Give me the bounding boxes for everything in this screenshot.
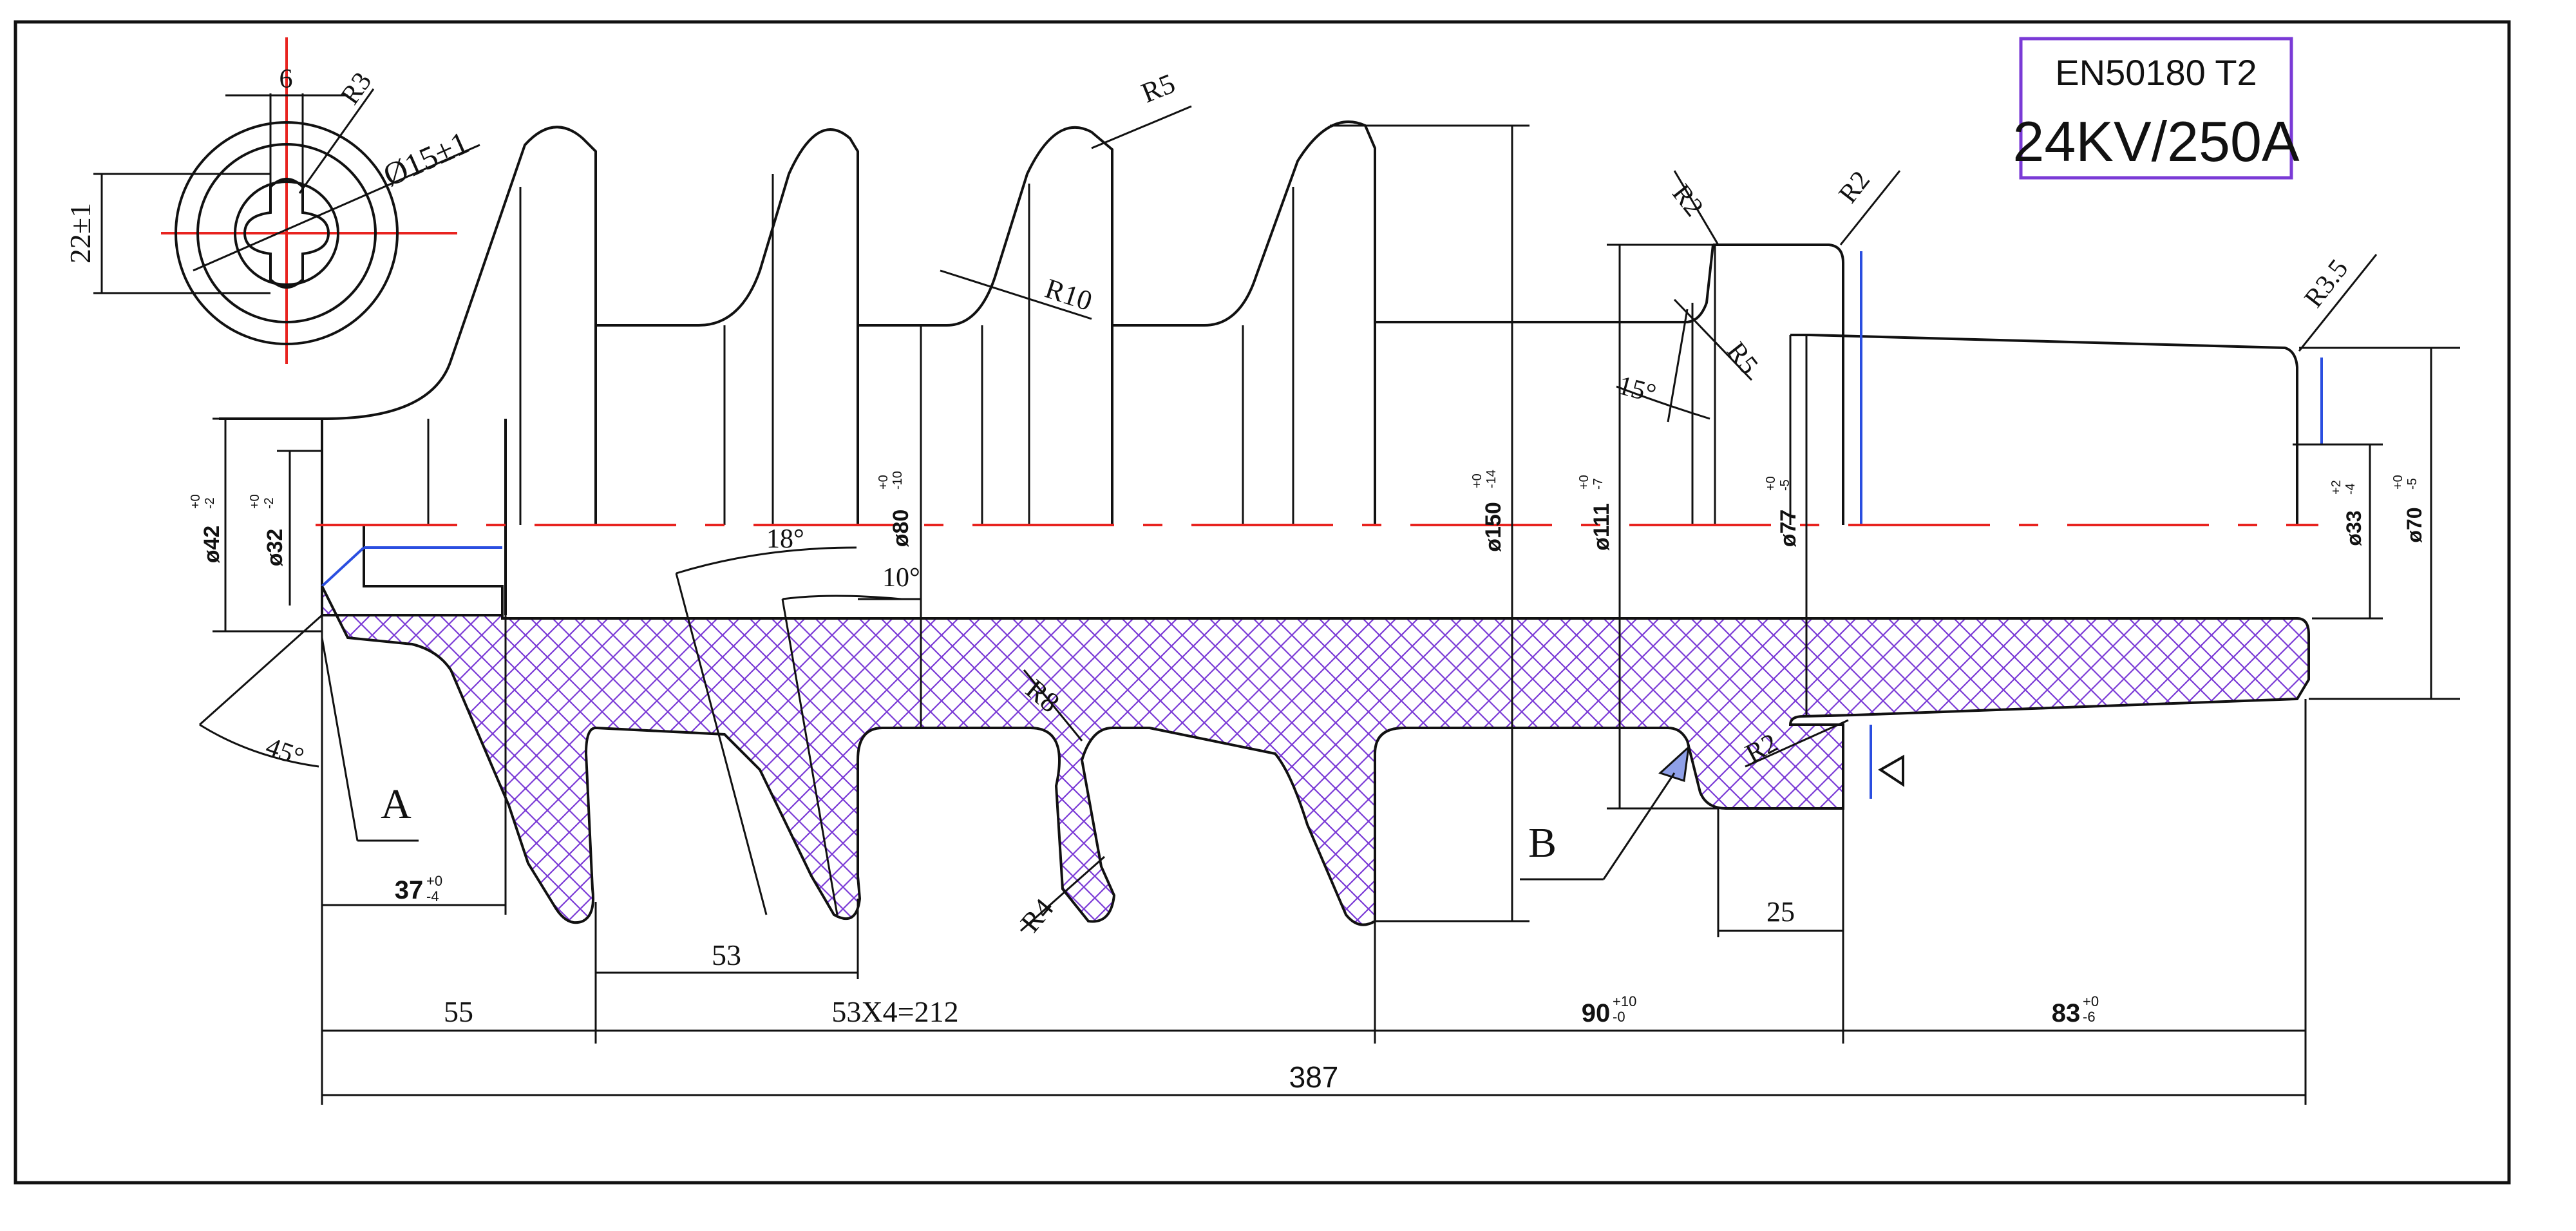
dim-90-tol: +10-0 xyxy=(1613,993,1636,1025)
dim-d80-tol: +0-10 xyxy=(876,471,905,490)
angle-10-label: 10° xyxy=(882,563,920,593)
surface-mark-triangle-right xyxy=(1878,754,1904,787)
rating-label: 24KV/250A xyxy=(2012,110,2300,173)
dim-d80-label: ø80 xyxy=(889,510,913,548)
dim-d32-tol: +0-2 xyxy=(248,494,276,509)
callout-b-label: B xyxy=(1528,819,1557,866)
left-dimensions: ø42 +0-2 ø32 +0-2 45° A xyxy=(189,417,419,842)
radius-r4: R4 xyxy=(1014,893,1060,939)
dim-37-tol: +0-4 xyxy=(426,873,442,904)
radius-r3-5: R3.5 xyxy=(2299,254,2354,313)
dim-387-label: 387 xyxy=(1289,1060,1339,1094)
angle-45-label: 45° xyxy=(262,732,308,772)
dim-83-tol: +0-6 xyxy=(2083,993,2099,1025)
middle-dimensions: ø80 +0-10 ø150 +0-14 ø111 +0-7 ø77 +0-5 … xyxy=(675,68,1808,939)
title-block-border xyxy=(2019,37,2293,180)
radius-r5-right: R5 xyxy=(1721,337,1763,380)
section-width-label: 6 xyxy=(279,64,293,94)
right-dimensions: R2 R2 R5 15° R2 R3.5 ø33 +2-4 ø70 +0-5 B xyxy=(1520,166,2460,881)
radius-r2-right: R2 xyxy=(1833,166,1876,209)
radius-r5-top: R5 xyxy=(1137,68,1179,110)
section-view: 6 R3 Ø15±1 22±1 xyxy=(64,37,480,364)
drawing-frame xyxy=(14,20,2511,1185)
title-block: EN50180 T2 24KV/250A xyxy=(2012,37,2300,180)
surface-mark-triangle xyxy=(1658,745,1690,782)
dim-d77-tol: +0-5 xyxy=(1764,476,1792,491)
standard-label: EN50180 T2 xyxy=(2055,52,2257,93)
dim-d111-label: ø111 xyxy=(1589,503,1614,551)
dim-37-label: 37 xyxy=(395,876,424,904)
section-diameter-label: Ø15±1 xyxy=(378,124,474,194)
dim-d33-tol: +2-4 xyxy=(2329,480,2358,495)
dim-25-label: 25 xyxy=(1766,896,1795,928)
dim-d77-label: ø77 xyxy=(1776,510,1801,548)
radius-r2-left: R2 xyxy=(1666,179,1709,222)
dim-d70-tol: +0-5 xyxy=(2391,475,2420,490)
radius-r10: R10 xyxy=(1041,272,1096,317)
dim-d70-label: ø70 xyxy=(2403,507,2426,542)
dim-d150-tol: +0-14 xyxy=(1470,470,1499,488)
bottom-dimensions: 37 +0-4 53 55 53X4=212 90 +10-0 25 83 +0… xyxy=(321,615,2307,1105)
dim-d42-label: ø42 xyxy=(200,526,224,564)
angle-18-label: 18° xyxy=(766,524,804,554)
dim-212-label: 53X4=212 xyxy=(831,995,958,1028)
dim-d150-label: ø150 xyxy=(1481,502,1506,552)
section-height-label: 22±1 xyxy=(64,203,97,263)
dim-90-label: 90 xyxy=(1582,999,1611,1027)
main-profile xyxy=(219,120,2323,799)
dim-d33-label: ø33 xyxy=(2342,510,2365,546)
dim-83-label: 83 xyxy=(2052,999,2081,1027)
dim-d42-tol: +0-2 xyxy=(189,494,217,509)
dim-d32-label: ø32 xyxy=(263,529,287,567)
dim-53-label: 53 xyxy=(712,939,741,971)
callout-a-label: A xyxy=(381,781,412,828)
dim-55-label: 55 xyxy=(444,995,473,1028)
section-radius-label: R3 xyxy=(336,67,378,110)
angle-15-label: 15° xyxy=(1615,370,1659,409)
dim-d111-tol: +0-7 xyxy=(1577,475,1605,490)
hatched-section xyxy=(321,586,2310,926)
